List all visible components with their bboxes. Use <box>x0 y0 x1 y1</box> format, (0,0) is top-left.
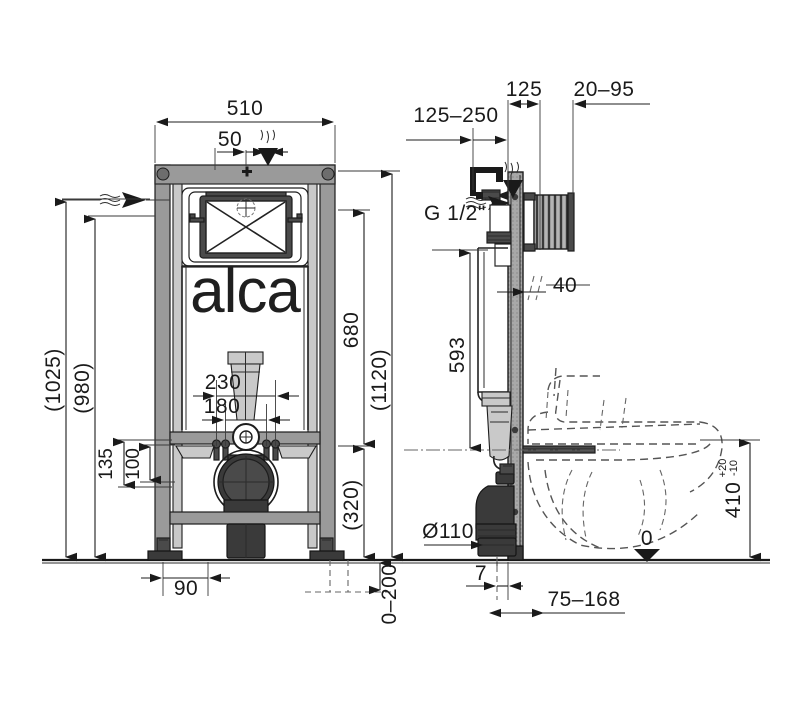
water-inlet-assembly <box>470 167 508 201</box>
dim-wall-offset-range: 20–95 <box>572 78 650 200</box>
dim-50-label: 50 <box>218 128 242 151</box>
label-g-half-inch: G 1/2" <box>424 202 486 225</box>
dim-20-95-label: 20–95 <box>574 78 635 101</box>
side-view-group: G 1/2" <box>404 161 723 568</box>
dim-410-tol-plus: +20 <box>717 459 729 478</box>
dim-75-168-label: 75–168 <box>547 588 620 611</box>
dim-total-height-1120: (1120) <box>338 169 403 562</box>
dim-bowl-projection: 75–168 <box>489 588 625 618</box>
dim-125-250-label: 125–250 <box>413 104 498 127</box>
dim-980-label: (980) <box>71 362 94 414</box>
flush-button-plate <box>523 192 575 252</box>
cistern-tank-side <box>477 247 511 407</box>
floor-datum-marker: 0 <box>634 527 660 562</box>
frame-top-rail <box>154 164 336 185</box>
dim-seat-height-410: 410 +20 -10 <box>700 438 761 562</box>
wall-outlet-connector <box>499 463 515 475</box>
frame-feet <box>147 537 345 561</box>
dim-100-label: 100 <box>123 448 144 480</box>
dim-valve-height-593: 593 <box>432 248 488 453</box>
inspection-opening <box>181 187 309 267</box>
dim-40-label: 40 <box>553 274 577 297</box>
dim-410-tol-minus: -10 <box>728 460 740 476</box>
dim-90-label: 90 <box>174 577 198 600</box>
dim-overall-width: 510 <box>154 97 336 163</box>
water-supply-arrow-front <box>62 192 170 208</box>
dim-outlet-100: 100 <box>123 442 175 485</box>
toilet-bowl-outline <box>527 367 723 550</box>
dim-680-label: 680 <box>340 312 363 349</box>
dim-bolt-180: 180 <box>202 395 290 425</box>
dim-foot-90: 90 <box>141 562 230 600</box>
vent-symbol <box>250 129 288 166</box>
dim-outlet-offset-7: 7 <box>466 556 523 600</box>
dim-180-label: 180 <box>204 395 241 418</box>
dim-frame-height-980: (980) <box>71 214 155 562</box>
outlet-elbow-side <box>475 471 517 568</box>
dim-510-label: 510 <box>227 97 264 120</box>
dim-depth-125: 125 <box>506 78 543 250</box>
dim-1025-label: (1025) <box>42 348 65 412</box>
dim-593-label: 593 <box>446 337 469 374</box>
dim-flush-offset: 50 <box>214 128 266 170</box>
dim-410-label: 410 <box>722 482 745 519</box>
dim-outlet-diameter: Ø110 <box>422 520 483 550</box>
front-view-group: alca <box>147 164 345 561</box>
frame-mid-rail <box>169 423 321 461</box>
dim-7-label: 7 <box>475 562 487 585</box>
dim-outlet-135: 135 <box>96 437 172 490</box>
dim-125-label: 125 <box>506 78 543 101</box>
dim-0-200-label: 0–200 <box>378 564 401 625</box>
bowl-bracket <box>404 445 620 454</box>
cistern-body <box>181 265 309 430</box>
dim-floor-adjust-0-200: 0–200 <box>305 558 401 625</box>
dim-d110-label: Ø110 <box>422 520 474 543</box>
outlet-connector <box>213 449 279 523</box>
dim-320-label: (320) <box>340 479 363 531</box>
dim-bolt-230: 230 <box>193 371 299 401</box>
dim-button-offset-40: 40 <box>497 274 590 301</box>
dim-total-height-1025: (1025) <box>42 197 150 562</box>
inlet-valve-box <box>486 204 512 267</box>
dim-1120-label: (1120) <box>368 349 391 411</box>
dim-lower-height-320: (320) <box>340 444 375 562</box>
dim-cistern-height-680: 680 <box>338 208 375 449</box>
label-datum-zero: 0 <box>641 527 653 550</box>
dim-inlet-range: 125–250 <box>406 100 509 190</box>
dim-135-label: 135 <box>96 448 117 480</box>
flush-valve-column <box>486 405 513 471</box>
frame-lower-rail <box>169 511 321 559</box>
dim-230-label: 230 <box>205 371 242 394</box>
brand-logo: alca <box>190 257 301 326</box>
